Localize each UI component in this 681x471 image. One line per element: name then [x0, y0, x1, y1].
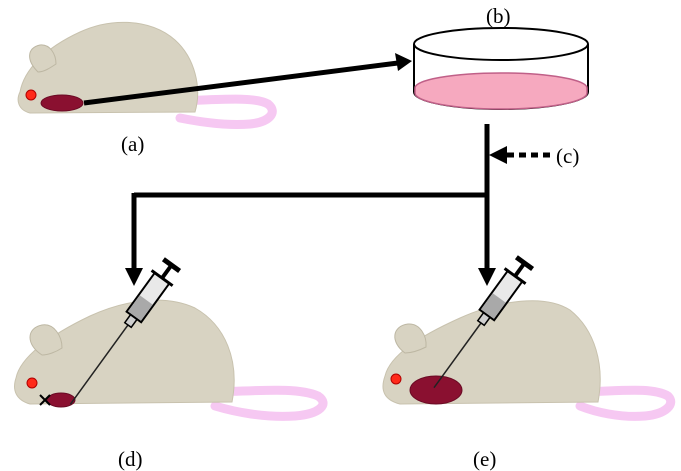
- label-b: (b): [486, 4, 511, 28]
- mouse-a: [17, 21, 277, 130]
- syringe-e-icon: [433, 255, 535, 389]
- mouse-a-ear-icon: [29, 44, 57, 73]
- label-a: (a): [121, 132, 144, 156]
- split-arrows: [125, 124, 496, 286]
- dish-medium-icon: [414, 72, 588, 110]
- treatment-arrow-c: [489, 146, 550, 164]
- harvest-arrow: [83, 53, 412, 106]
- mouse-d-tumor-icon: [46, 392, 76, 408]
- mouse-e: [382, 300, 676, 421]
- dish-rim: [413, 27, 589, 61]
- mouse-e-tail: [565, 385, 676, 421]
- mouse-a-eye-icon: [25, 89, 37, 101]
- mouse-e-ear-icon: [394, 323, 427, 354]
- label-d: (d): [118, 447, 143, 471]
- label-e: (e): [473, 447, 496, 471]
- label-c: (c): [556, 144, 579, 168]
- mouse-a-tail: [170, 94, 277, 130]
- mouse-e-tumor-icon: [409, 375, 463, 405]
- mouse-d-ear-icon: [29, 324, 63, 356]
- syringe-d-icon: [69, 257, 182, 405]
- cross-mark-icon: [39, 394, 51, 406]
- mouse-d: [14, 299, 328, 421]
- petri-dish-b: [413, 27, 589, 110]
- mouse-a-tumor-icon: [40, 94, 84, 112]
- mouse-e-eye-icon: [390, 373, 402, 385]
- mouse-d-eye-icon: [26, 377, 38, 389]
- mouse-d-tail: [200, 385, 328, 421]
- mouse-a-body-icon: [17, 21, 199, 114]
